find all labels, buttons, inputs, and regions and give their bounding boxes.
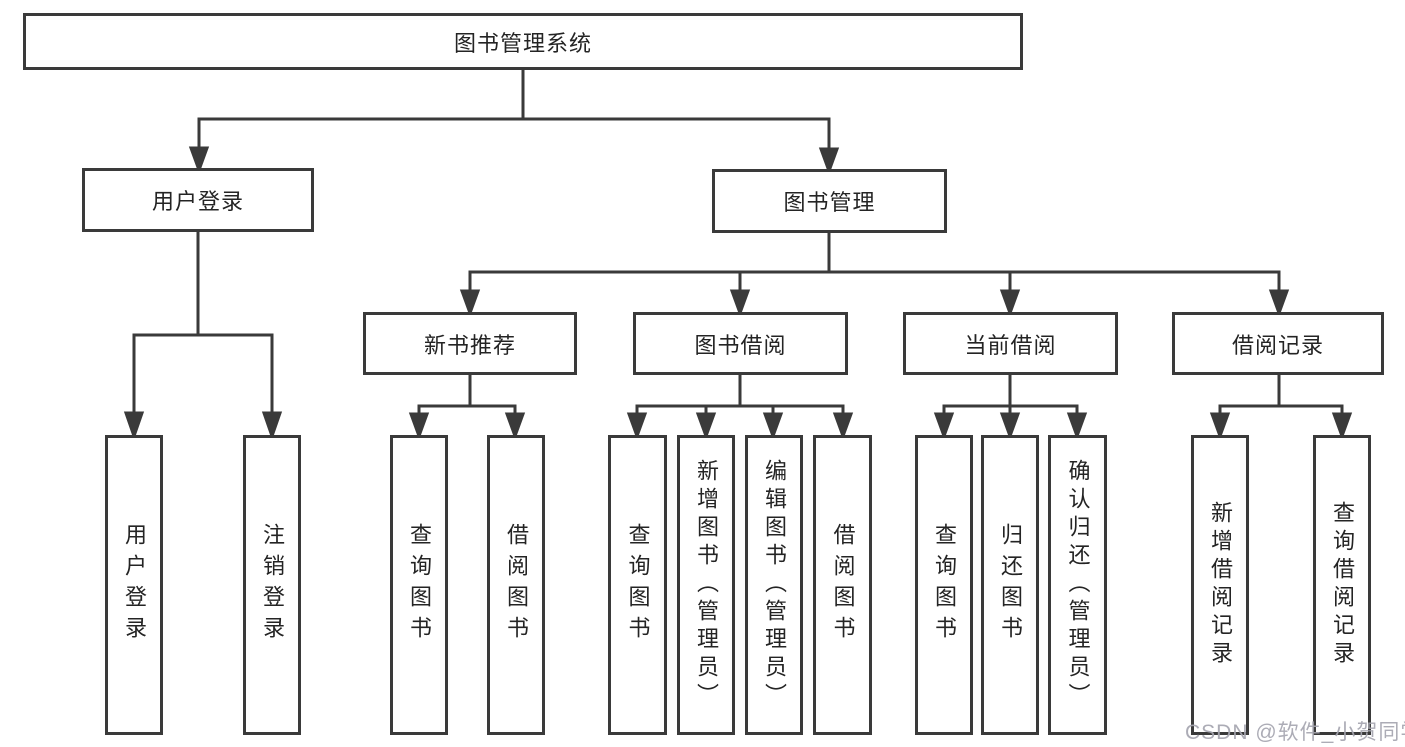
node-new-book-label: 新书推荐 — [423, 332, 516, 358]
leaf-borrow-edit-admin-label: 编辑图书（管理员） — [762, 459, 787, 711]
node-root-label: 图书管理系统 — [453, 30, 592, 56]
leaf-current-query: 查询图书 — [915, 435, 973, 735]
node-current-borrow: 当前借阅 — [903, 312, 1118, 375]
leaf-borrow-add-admin: 新增图书（管理员） — [677, 435, 735, 735]
leaf-current-confirm-admin: 确认归还（管理员） — [1048, 435, 1107, 735]
connector-user-login-children — [123, 231, 283, 441]
leaf-user-login: 用户登录 — [105, 435, 163, 735]
node-book-manage-label: 图书管理 — [783, 190, 876, 215]
node-book-borrow: 图书借阅 — [633, 312, 848, 375]
leaf-borrow-borrow: 借阅图书 — [813, 435, 872, 735]
leaf-newbook-borrow-label: 借阅图书 — [504, 523, 529, 647]
node-book-borrow-label: 图书借阅 — [694, 332, 787, 358]
leaf-current-return-label: 归还图书 — [998, 523, 1023, 647]
connector-root-to-level2 — [188, 68, 840, 176]
leaf-borrow-add-admin-label: 新增图书（管理员） — [694, 459, 719, 711]
leaf-current-query-label: 查询图书 — [932, 523, 957, 647]
leaf-borrow-query-label: 查询图书 — [625, 523, 651, 647]
node-current-borrow-label: 当前借阅 — [964, 332, 1057, 358]
node-user-login-label: 用户登录 — [151, 189, 244, 214]
leaf-record-query-label: 查询借阅记录 — [1330, 501, 1355, 669]
connector-new-book-children — [408, 374, 526, 441]
leaf-newbook-query-label: 查询图书 — [407, 523, 432, 647]
csdn-watermark: CSDN @软件_小贺同学 — [1185, 721, 1405, 744]
leaf-current-confirm-admin-label: 确认归还（管理员） — [1065, 459, 1091, 711]
leaf-current-return: 归还图书 — [981, 435, 1039, 735]
leaf-borrow-query: 查询图书 — [608, 435, 667, 735]
leaf-borrow-edit-admin: 编辑图书（管理员） — [745, 435, 803, 735]
node-user-login: 用户登录 — [82, 168, 314, 232]
connector-borrow-record-children — [1209, 374, 1353, 441]
node-borrow-record: 借阅记录 — [1172, 312, 1384, 375]
connector-current-borrow-children — [933, 374, 1088, 441]
leaf-record-query: 查询借阅记录 — [1313, 435, 1371, 735]
node-new-book: 新书推荐 — [363, 312, 577, 375]
leaf-logout-label: 注销登录 — [260, 523, 285, 647]
leaf-user-login-label: 用户登录 — [122, 523, 147, 647]
leaf-newbook-borrow: 借阅图书 — [487, 435, 545, 735]
node-root: 图书管理系统 — [23, 13, 1023, 70]
leaf-borrow-borrow-label: 借阅图书 — [830, 523, 856, 647]
node-book-manage: 图书管理 — [712, 169, 947, 233]
connector-book-borrow-children — [626, 374, 854, 441]
leaf-logout: 注销登录 — [243, 435, 301, 735]
connector-book-manage-to-level3 — [459, 232, 1290, 318]
node-borrow-record-label: 借阅记录 — [1231, 332, 1324, 358]
leaf-record-add-label: 新增借阅记录 — [1208, 501, 1233, 669]
leaf-record-add: 新增借阅记录 — [1191, 435, 1249, 735]
leaf-newbook-query: 查询图书 — [390, 435, 448, 735]
